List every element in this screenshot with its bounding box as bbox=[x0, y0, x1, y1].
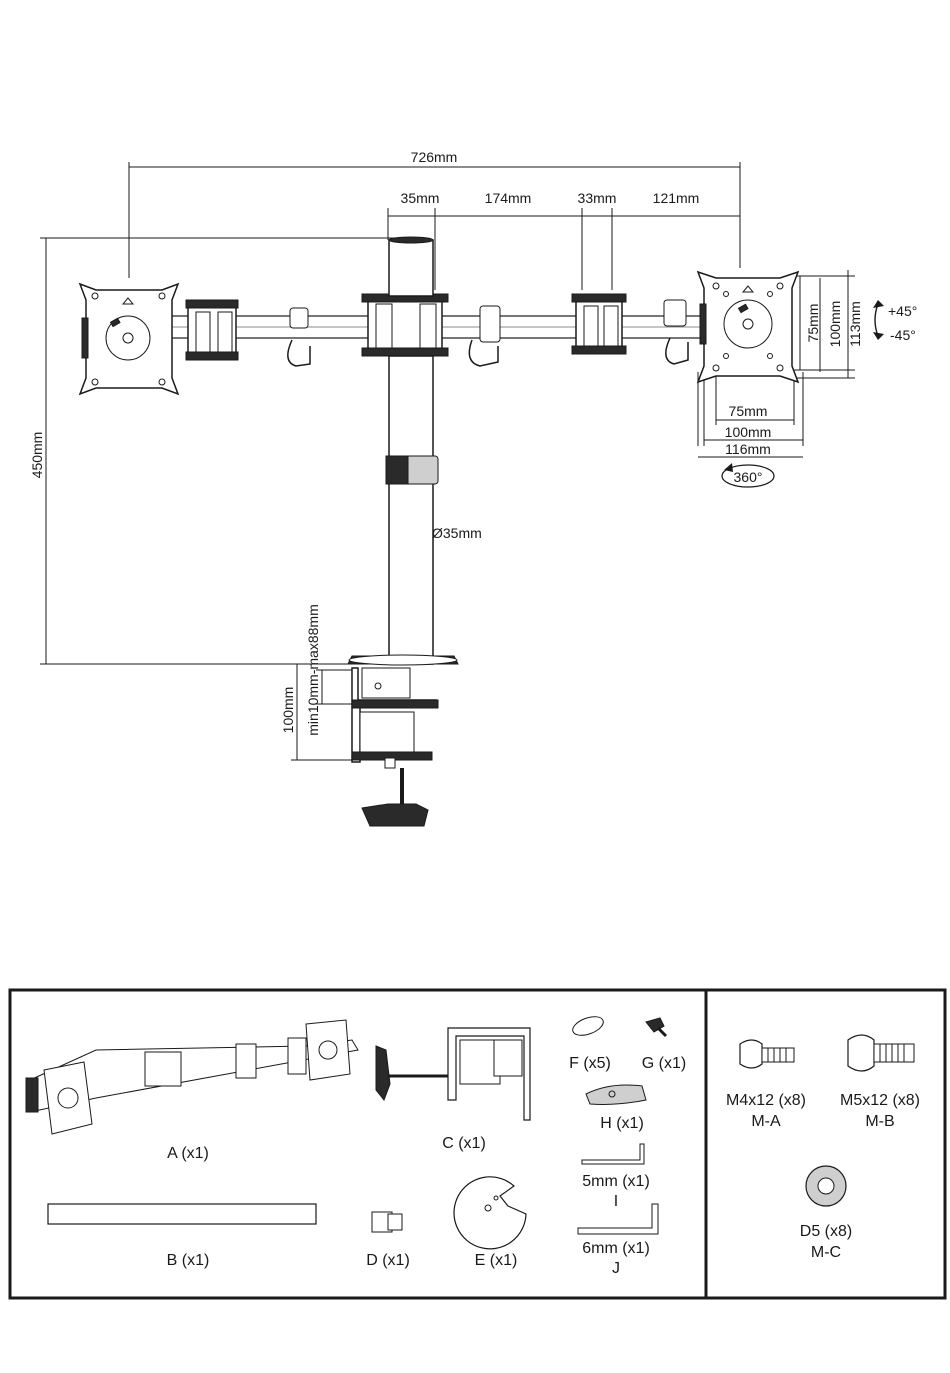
part-e-base-plate bbox=[454, 1177, 526, 1249]
m5-screw bbox=[848, 1035, 914, 1071]
dim-pole-diameter: Ø35mm bbox=[432, 525, 482, 541]
dim-seg-35: 35mm bbox=[401, 190, 440, 206]
m5-code: M-B bbox=[865, 1113, 894, 1130]
part-h-label: H (x1) bbox=[600, 1115, 644, 1132]
part-i-letter: I bbox=[614, 1193, 618, 1210]
dim-overall-width: 726mm bbox=[411, 149, 458, 165]
tilt-arrows bbox=[873, 300, 884, 340]
part-f-disc bbox=[570, 1013, 606, 1039]
d5-washer bbox=[806, 1166, 846, 1206]
dim-vesa-w-116: 116mm bbox=[725, 441, 771, 457]
dim-seg-174: 174mm bbox=[485, 190, 532, 206]
part-f-label: F (x5) bbox=[569, 1055, 611, 1072]
dim-rotation: 360° bbox=[734, 469, 763, 485]
dim-clamp-depth: 100mm bbox=[280, 687, 296, 734]
part-i-hex-key bbox=[582, 1144, 644, 1164]
part-j-size: 6mm (x1) bbox=[582, 1240, 650, 1257]
m5-label: M5x12 (x8) bbox=[840, 1092, 920, 1109]
part-b-label: B (x1) bbox=[167, 1252, 210, 1269]
dim-vesa-w-75: 75mm bbox=[729, 403, 768, 419]
dim-seg-121: 121mm bbox=[653, 190, 700, 206]
part-e-label: E (x1) bbox=[475, 1252, 518, 1269]
dim-vesa-h-113: 113mm bbox=[847, 301, 863, 347]
part-b-pole bbox=[48, 1204, 316, 1224]
part-j-letter: J bbox=[612, 1260, 620, 1277]
part-c-clamp bbox=[376, 1028, 530, 1120]
m4-code: M-A bbox=[751, 1113, 781, 1130]
dim-tilt-down: -45° bbox=[890, 327, 916, 343]
part-g-label: G (x1) bbox=[642, 1055, 686, 1072]
part-a-label: A (x1) bbox=[167, 1145, 209, 1162]
d5-label: D5 (x8) bbox=[800, 1223, 852, 1240]
dim-vesa-h-100: 100mm bbox=[827, 301, 843, 348]
d5-code: M-C bbox=[811, 1244, 841, 1261]
part-i-size: 5mm (x1) bbox=[582, 1173, 650, 1190]
m4-label: M4x12 (x8) bbox=[726, 1092, 806, 1109]
m4-screw bbox=[740, 1040, 794, 1068]
dim-clamp-range: min10mm-max88mm bbox=[305, 604, 321, 735]
part-c-label: C (x1) bbox=[442, 1135, 486, 1152]
part-g-screw bbox=[646, 1018, 666, 1036]
dim-seg-33: 33mm bbox=[578, 190, 617, 206]
dim-vesa-w-100: 100mm bbox=[725, 424, 772, 440]
dim-tilt-up: +45° bbox=[888, 303, 917, 319]
dim-height-450: 450mm bbox=[29, 432, 45, 479]
dim-vesa-h-75: 75mm bbox=[805, 304, 821, 343]
part-a-arm-assembly bbox=[26, 1020, 358, 1134]
part-d-clip bbox=[372, 1212, 402, 1232]
part-h-cover bbox=[586, 1085, 646, 1105]
part-d-label: D (x1) bbox=[366, 1252, 410, 1269]
dimension-lines bbox=[40, 162, 855, 760]
